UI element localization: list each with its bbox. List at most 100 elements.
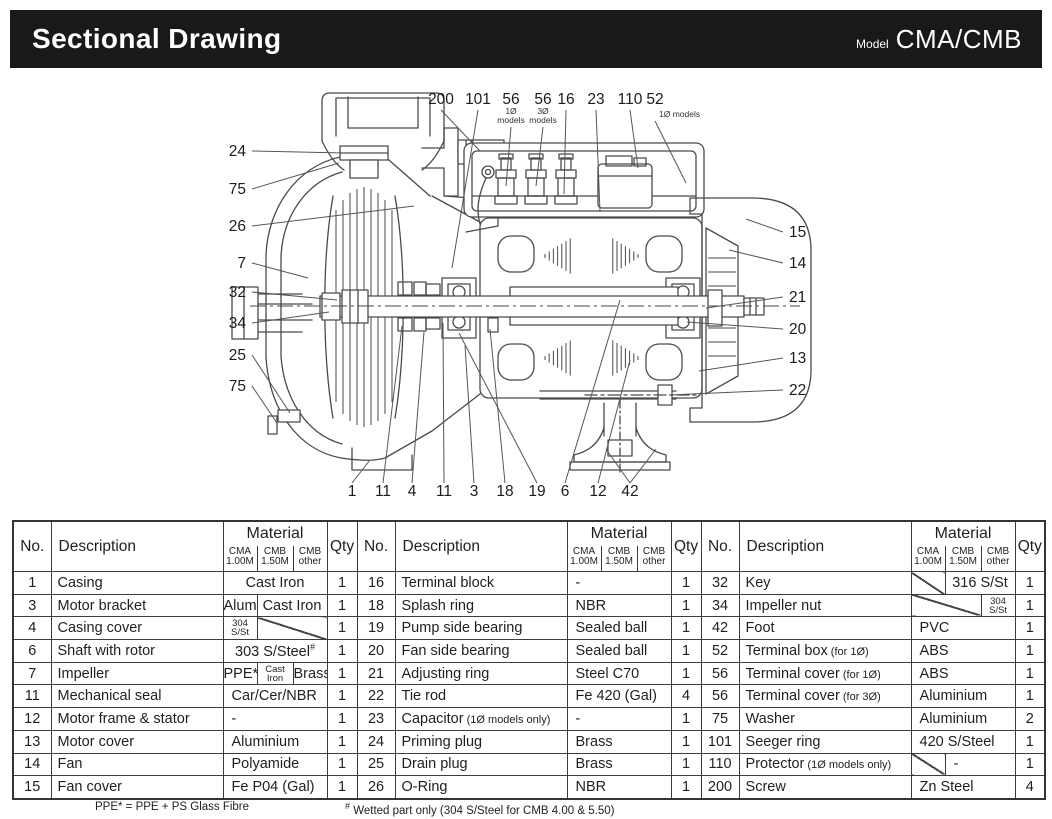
part-material: Steel C70 bbox=[566, 661, 672, 686]
part-description: Terminal cover (for 3Ø) bbox=[738, 684, 912, 709]
callout-leader bbox=[464, 345, 475, 484]
part-description: Pump side bearing bbox=[394, 616, 568, 641]
part-number: 52 bbox=[700, 639, 740, 663]
part-qty: 1 bbox=[670, 775, 702, 800]
table-header-row: No. Description Material Qty No. Descrip… bbox=[12, 520, 1046, 572]
callout-label: 23 bbox=[587, 91, 604, 108]
part-material: Aluminium bbox=[910, 707, 1016, 731]
model-value: CMA/CMB bbox=[895, 23, 1022, 54]
part-description: Adjusting ring bbox=[394, 661, 568, 686]
part-number: 22 bbox=[356, 684, 396, 709]
part-qty: 1 bbox=[670, 616, 702, 641]
part-material: Sealed ball bbox=[566, 616, 672, 641]
part-number: 32 bbox=[700, 571, 740, 595]
part-qty: 4 bbox=[1014, 775, 1046, 800]
part-qty: 1 bbox=[670, 661, 702, 686]
part-material: 316 S/St bbox=[944, 571, 1016, 595]
part-qty: 1 bbox=[326, 707, 358, 731]
callout-leader bbox=[251, 291, 338, 301]
part-number: 56 bbox=[700, 661, 740, 686]
callout-label: 15 bbox=[789, 224, 806, 241]
callout-leader bbox=[563, 109, 567, 195]
part-qty: 2 bbox=[1014, 707, 1046, 731]
part-number: 56 bbox=[700, 684, 740, 709]
callout-leader bbox=[535, 126, 544, 187]
part-material: ABS bbox=[910, 639, 1016, 663]
col-description: Description bbox=[394, 520, 568, 572]
part-number: 110 bbox=[700, 752, 740, 777]
col-description: Description bbox=[738, 520, 912, 572]
callout-leader bbox=[564, 299, 621, 484]
callout-leader bbox=[251, 385, 278, 424]
callout-leader bbox=[629, 109, 639, 169]
callout-leader bbox=[728, 249, 784, 264]
callout-label: 32 bbox=[229, 284, 246, 301]
part-qty: 1 bbox=[326, 639, 358, 663]
part-description: Fan side bearing bbox=[394, 639, 568, 663]
part-qty: 1 bbox=[326, 775, 358, 800]
part-qty: 1 bbox=[1014, 684, 1046, 709]
callout-label: 11 bbox=[436, 483, 452, 500]
page-title: Sectional Drawing bbox=[32, 23, 282, 54]
part-description: Key bbox=[738, 571, 912, 595]
callout-label: 34 bbox=[229, 315, 247, 332]
callout-label: 7 bbox=[237, 255, 246, 272]
callout-label: 56 bbox=[534, 91, 551, 108]
part-number: 24 bbox=[356, 729, 396, 754]
callout-label: 25 bbox=[229, 347, 246, 364]
part-number: 3 bbox=[12, 593, 52, 618]
part-material: PPE* bbox=[222, 661, 258, 686]
col-no: No. bbox=[12, 520, 52, 572]
pump-cross-section bbox=[231, 92, 812, 484]
part-description: Capacitor (1Ø models only) bbox=[394, 707, 568, 731]
callout-label: 200 bbox=[428, 91, 454, 108]
part-qty: 1 bbox=[326, 593, 358, 618]
part-material: Cast Iron bbox=[256, 593, 328, 618]
part-qty: 1 bbox=[1014, 616, 1046, 641]
part-material: Brass bbox=[566, 752, 672, 777]
callout-leader bbox=[411, 331, 425, 484]
part-number: 12 bbox=[12, 707, 52, 731]
callout-label: 19 bbox=[528, 483, 545, 500]
part-material bbox=[910, 593, 982, 618]
part-description: Fan bbox=[50, 752, 224, 777]
part-material: ABS bbox=[910, 661, 1016, 686]
callout-label: 24 bbox=[229, 143, 247, 160]
part-material: - bbox=[944, 752, 1016, 777]
part-description: Terminal box (for 1Ø) bbox=[738, 639, 912, 663]
part-number: 23 bbox=[356, 707, 396, 731]
part-description: Tie rod bbox=[394, 684, 568, 709]
part-number: 6 bbox=[12, 639, 52, 663]
footnote-ppe: PPE* = PPE + PS Glass Fibre bbox=[95, 801, 250, 813]
part-material: Brass bbox=[566, 729, 672, 754]
callout-leader bbox=[705, 296, 784, 309]
part-qty: 1 bbox=[1014, 593, 1046, 618]
callout-leader bbox=[251, 205, 415, 227]
part-material: Aluminium bbox=[910, 684, 1016, 709]
part-qty: 4 bbox=[670, 684, 702, 709]
callout-label: 110 bbox=[618, 91, 643, 108]
part-number: 19 bbox=[356, 616, 396, 641]
part-qty: 1 bbox=[670, 571, 702, 595]
col-material: Material bbox=[222, 520, 328, 546]
part-material: Fe 420 (Gal) bbox=[566, 684, 672, 709]
callout-leader bbox=[698, 357, 784, 372]
callout-label: 75 bbox=[229, 181, 246, 198]
part-description: Impeller bbox=[50, 661, 224, 686]
callout-leader bbox=[451, 109, 479, 269]
part-description: Terminal cover (for 1Ø) bbox=[738, 661, 912, 686]
